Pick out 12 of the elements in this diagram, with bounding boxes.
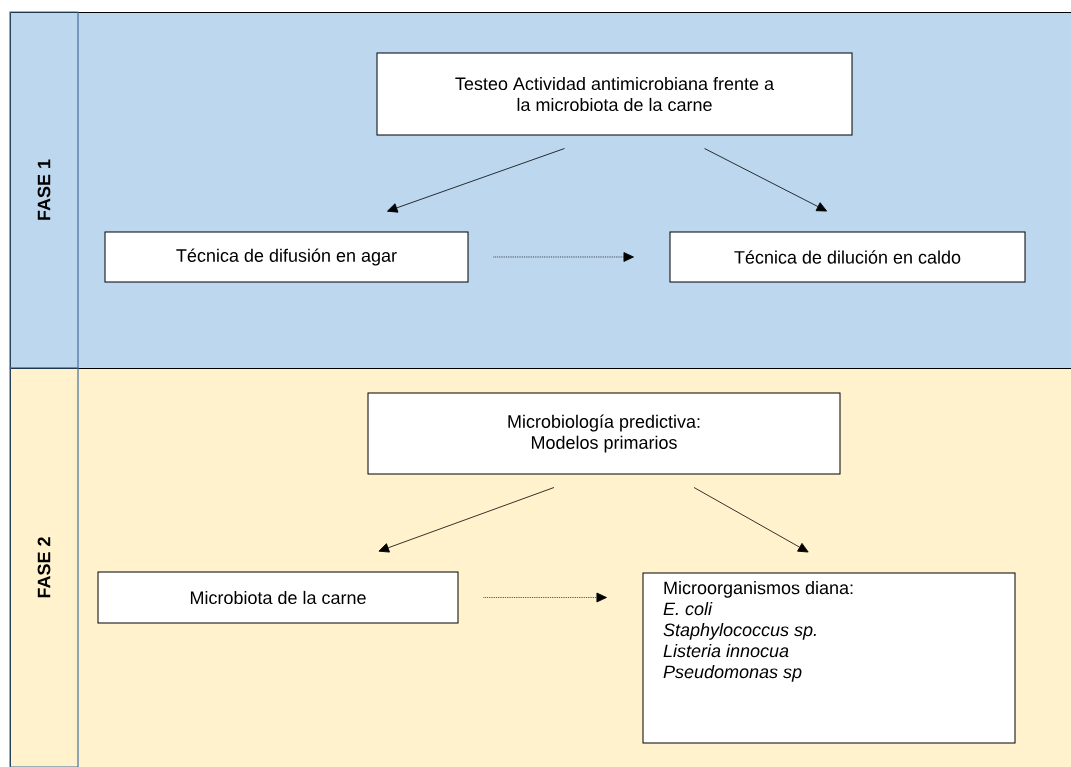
process-box: Microorganismos diana: E. coli Staphylococcus sp. Listeria innocua Pseudomonas sp	[642, 572, 1016, 744]
arrow	[493, 252, 634, 262]
arrow	[378, 487, 555, 553]
process-box: Microbiología predictiva: Modelos primarios	[367, 392, 841, 475]
arrow	[387, 148, 565, 213]
process-box: Técnica de difusión en agar	[104, 231, 469, 283]
process-box: Técnica de dilución en caldo	[669, 231, 1026, 283]
process-box: Microbiota de la carne	[97, 571, 459, 624]
process-box: Testeo Actividad antimicrobiana frente a la microbiota de la carne	[376, 52, 853, 136]
arrow	[483, 592, 607, 603]
arrow	[704, 148, 828, 212]
arrow	[693, 487, 809, 553]
